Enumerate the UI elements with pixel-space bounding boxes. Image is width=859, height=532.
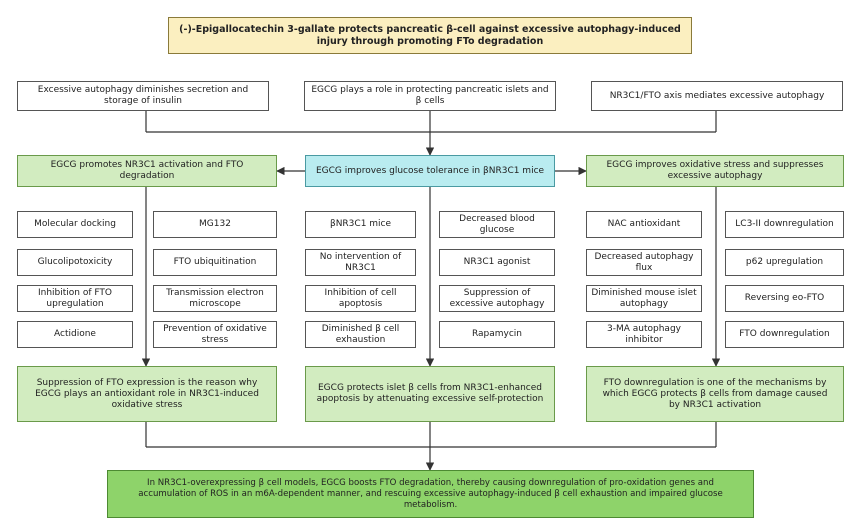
right-col2-item: FTO downregulation [725, 321, 844, 348]
left-col2-item: Transmission electron microscope [153, 285, 277, 312]
conclusion-left: Suppression of FTO expression is the rea… [17, 366, 277, 422]
mid-col2-item: Decreased blood glucose [439, 211, 555, 238]
right-col1-item: Diminished mouse islet autophagy [586, 285, 702, 312]
right-col1-item: 3-MA autophagy inhibitor [586, 321, 702, 348]
top-box-nr3c1-fto: NR3C1/FTO axis mediates excessive autoph… [591, 81, 843, 111]
final-conclusion: In NR3C1-overexpressing β cell models, E… [107, 470, 754, 518]
left-col2-item: Prevention of oxidative stress [153, 321, 277, 348]
right-col2-item: Reversing eo-FTO [725, 285, 844, 312]
conclusion-right: FTO downregulation is one of the mechani… [586, 366, 844, 422]
diagram-title: (-)-Epigallocatechin 3-gallate protects … [168, 17, 692, 54]
mid-col1-item: Diminished β cell exhaustion [305, 321, 416, 348]
right-col2-item: LC3-II downregulation [725, 211, 844, 238]
left-col2-item: FTO ubiquitination [153, 249, 277, 276]
mid-col1-item: Inhibition of cell apoptosis [305, 285, 416, 312]
right-col1-item: Decreased autophagy flux [586, 249, 702, 276]
left-green-box: EGCG promotes NR3C1 activation and FTO d… [17, 155, 277, 187]
top-box-egcg-role: EGCG plays a role in protecting pancreat… [304, 81, 556, 111]
right-col2-item: p62 upregulation [725, 249, 844, 276]
center-cyan-box: EGCG improves glucose tolerance in βNR3C… [305, 155, 555, 187]
left-col1-item: Inhibition of FTO upregulation [17, 285, 133, 312]
top-box-autophagy: Excessive autophagy diminishes secretion… [17, 81, 269, 111]
right-green-box: EGCG improves oxidative stress and suppr… [586, 155, 844, 187]
left-col1-item: Molecular docking [17, 211, 133, 238]
mid-col1-item: No intervention of NR3C1 [305, 249, 416, 276]
mid-col2-item: NR3C1 agonist [439, 249, 555, 276]
mid-col2-item: Suppression of excessive autophagy [439, 285, 555, 312]
left-col1-item: Actidione [17, 321, 133, 348]
right-col1-item: NAC antioxidant [586, 211, 702, 238]
conclusion-center: EGCG protects islet β cells from NR3C1-e… [305, 366, 555, 422]
mid-col1-item: βNR3C1 mice [305, 211, 416, 238]
left-col2-item: MG132 [153, 211, 277, 238]
mid-col2-item: Rapamycin [439, 321, 555, 348]
left-col1-item: Glucolipotoxicity [17, 249, 133, 276]
